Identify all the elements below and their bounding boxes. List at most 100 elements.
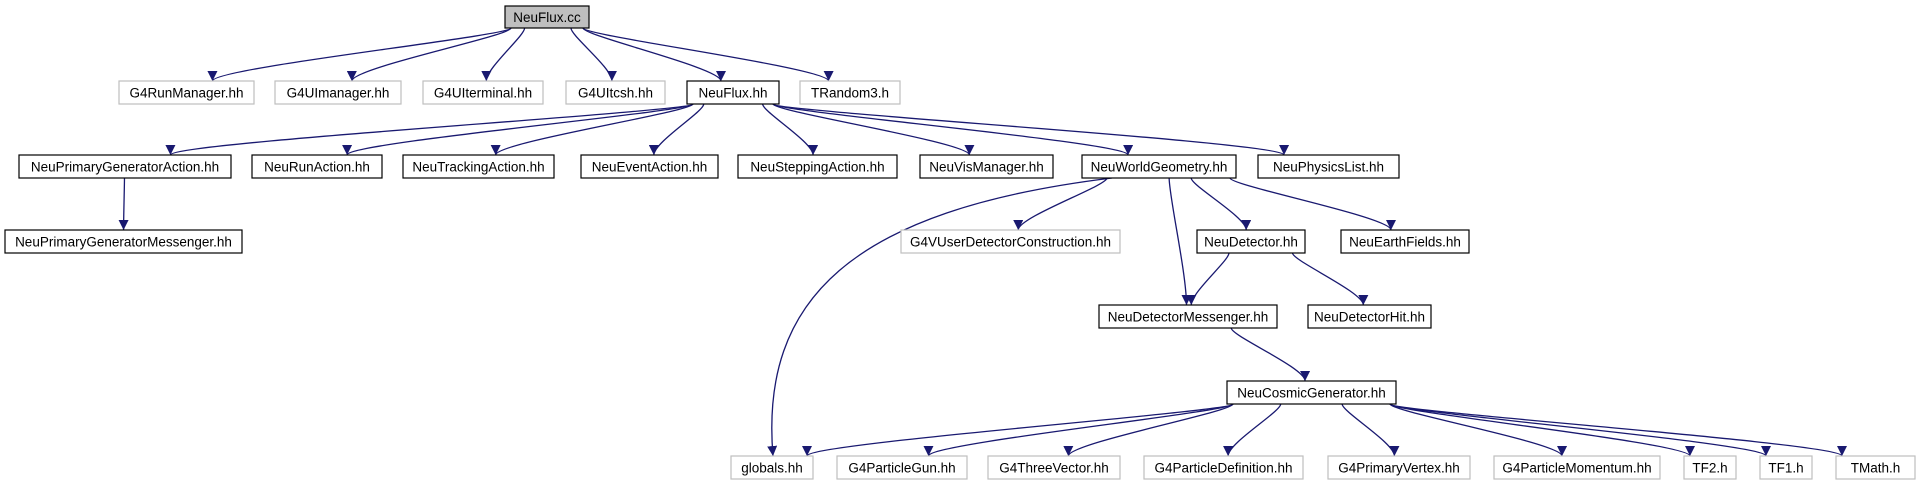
edge-neuflux_hh-to-neueventaction xyxy=(648,103,705,156)
edge-neuworldgeometry-to-globals xyxy=(767,177,1113,457)
edge-neuflux_hh-to-neuworldgeometry xyxy=(772,103,1133,156)
edge-neuflux_hh-to-neutrackingaction xyxy=(490,103,694,156)
node-label: NeuPrimaryGeneratorMessenger.hh xyxy=(15,235,232,250)
node-box xyxy=(504,5,590,29)
node-neusteppingaction[interactable]: NeuSteppingAction.hh xyxy=(737,154,898,179)
edge-neucosmicgenerator-to-g4threevector xyxy=(1063,403,1234,457)
node-label: TRandom3.h xyxy=(811,86,889,101)
edge-neuflux_cc-to-g4uimanager xyxy=(346,27,512,82)
node-g4particlemomentum: G4ParticleMomentum.hh xyxy=(1493,455,1661,480)
node-label: G4VUserDetectorConstruction.hh xyxy=(910,235,1111,250)
edge-neuflux_hh-to-neurunaction xyxy=(342,103,694,156)
node-label: G4ThreeVector.hh xyxy=(999,461,1109,476)
node-g4particlegun: G4ParticleGun.hh xyxy=(836,455,968,480)
edge-neucosmicgenerator-to-g4particlemomentum xyxy=(1389,403,1567,457)
node-tmath: TMath.h xyxy=(1835,455,1916,480)
node-g4uitcsh: G4UItcsh.hh xyxy=(565,80,666,105)
edge-neuflux_hh-to-neusteppingaction xyxy=(761,103,819,156)
node-g4vuserdetectorconstruction: G4VUserDetectorConstruction.hh xyxy=(900,229,1121,254)
edge-neuflux_cc-to-g4uitcsh xyxy=(570,27,617,82)
edge-neudetector-to-neudetectormessenger xyxy=(1186,252,1230,306)
node-label: G4PrimaryVertex.hh xyxy=(1338,461,1460,476)
node-box xyxy=(1098,304,1278,329)
node-label: NeuDetectorMessenger.hh xyxy=(1108,310,1269,325)
node-label: G4ParticleGun.hh xyxy=(848,461,955,476)
node-neuvismanager[interactable]: NeuVisManager.hh xyxy=(919,154,1054,179)
node-box xyxy=(402,154,555,179)
node-label: G4UItcsh.hh xyxy=(578,86,653,101)
edge-neudetectormessenger-to-neucosmicgenerator xyxy=(1230,327,1311,382)
node-box xyxy=(118,80,255,105)
edge-neuprimarygeneratoraction-to-neuprimarygeneratormessenger xyxy=(118,177,129,231)
node-label: NeuSteppingAction.hh xyxy=(750,160,884,175)
node-box xyxy=(422,80,544,105)
node-neurunaction[interactable]: NeuRunAction.hh xyxy=(251,154,383,179)
node-neutrackingaction[interactable]: NeuTrackingAction.hh xyxy=(402,154,555,179)
node-label: NeuEventAction.hh xyxy=(592,160,708,175)
node-trandom3: TRandom3.h xyxy=(799,80,901,105)
node-g4particledefinition: G4ParticleDefinition.hh xyxy=(1143,455,1304,480)
edge-neucosmicgenerator-to-tmath xyxy=(1389,403,1847,457)
node-box xyxy=(1340,229,1470,254)
node-neuearthfields[interactable]: NeuEarthFields.hh xyxy=(1340,229,1470,254)
node-box xyxy=(836,455,968,480)
edge-neudetector-to-neudetectorhit xyxy=(1291,252,1369,306)
node-box xyxy=(799,80,901,105)
node-g4threevector: G4ThreeVector.hh xyxy=(987,455,1121,480)
node-label: NeuPrimaryGeneratorAction.hh xyxy=(31,160,219,175)
node-neuflux_hh[interactable]: NeuFlux.hh xyxy=(686,80,780,105)
node-neuprimarygeneratoraction[interactable]: NeuPrimaryGeneratorAction.hh xyxy=(18,154,232,179)
node-label: TF1.h xyxy=(1768,461,1803,476)
edge-neuflux_cc-to-g4runmanager xyxy=(207,27,512,82)
node-label: NeuDetector.hh xyxy=(1204,235,1298,250)
node-label: TMath.h xyxy=(1851,461,1901,476)
node-neudetectormessenger[interactable]: NeuDetectorMessenger.hh xyxy=(1098,304,1278,329)
node-box xyxy=(1835,455,1916,480)
node-label: NeuRunAction.hh xyxy=(264,160,370,175)
node-box xyxy=(1307,304,1432,329)
edge-neuflux_hh-to-neuphysicslist xyxy=(772,103,1289,156)
node-label: TF2.h xyxy=(1692,461,1727,476)
node-neuprimarygeneratormessenger[interactable]: NeuPrimaryGeneratorMessenger.hh xyxy=(4,229,243,254)
node-neueventaction[interactable]: NeuEventAction.hh xyxy=(580,154,719,179)
node-neudetector[interactable]: NeuDetector.hh xyxy=(1196,229,1306,254)
node-label: NeuFlux.hh xyxy=(698,86,767,101)
node-neudetectorhit[interactable]: NeuDetectorHit.hh xyxy=(1307,304,1432,329)
node-box xyxy=(274,80,402,105)
node-label: NeuPhysicsList.hh xyxy=(1273,160,1384,175)
node-g4uimanager: G4UImanager.hh xyxy=(274,80,402,105)
node-g4uiterminal: G4UIterminal.hh xyxy=(422,80,544,105)
node-label: G4UIterminal.hh xyxy=(434,86,532,101)
edge-neuworldgeometry-to-g4vuserdetectorconstruction xyxy=(1013,177,1108,231)
edge-neuworldgeometry-to-neuearthfields xyxy=(1229,177,1396,231)
node-box xyxy=(1683,455,1737,480)
node-box xyxy=(565,80,666,105)
edge-neuflux_cc-to-trandom3 xyxy=(582,27,834,82)
node-box xyxy=(900,229,1121,254)
node-label: NeuWorldGeometry.hh xyxy=(1091,160,1228,175)
node-box xyxy=(1257,154,1400,179)
edge-neuflux_hh-to-neuprimarygeneratoraction xyxy=(165,103,694,156)
edge-neuworldgeometry-to-neudetectormessenger xyxy=(1168,177,1192,306)
node-box xyxy=(4,229,243,254)
node-box xyxy=(730,455,814,480)
node-neuworldgeometry[interactable]: NeuWorldGeometry.hh xyxy=(1081,154,1237,179)
node-neuflux_cc[interactable]: NeuFlux.cc xyxy=(504,5,590,29)
node-label: globals.hh xyxy=(741,461,803,476)
edge-neucosmicgenerator-to-globals xyxy=(802,403,1234,457)
edge-neuworldgeometry-to-neudetector xyxy=(1190,177,1252,231)
node-tf1: TF1.h xyxy=(1759,455,1813,480)
node-label: G4ParticleDefinition.hh xyxy=(1154,461,1292,476)
node-g4primaryvertex: G4PrimaryVertex.hh xyxy=(1327,455,1471,480)
node-box xyxy=(1327,455,1471,480)
edge-neucosmicgenerator-to-g4primaryvertex xyxy=(1341,403,1400,457)
node-label: NeuFlux.cc xyxy=(513,10,581,25)
edges-layer xyxy=(118,27,1847,457)
node-box xyxy=(686,80,780,105)
node-label: NeuCosmicGenerator.hh xyxy=(1237,386,1386,401)
edge-neuflux_cc-to-g4uiterminal xyxy=(481,27,526,82)
node-neucosmicgenerator[interactable]: NeuCosmicGenerator.hh xyxy=(1226,380,1397,405)
node-neuphysicslist[interactable]: NeuPhysicsList.hh xyxy=(1257,154,1400,179)
